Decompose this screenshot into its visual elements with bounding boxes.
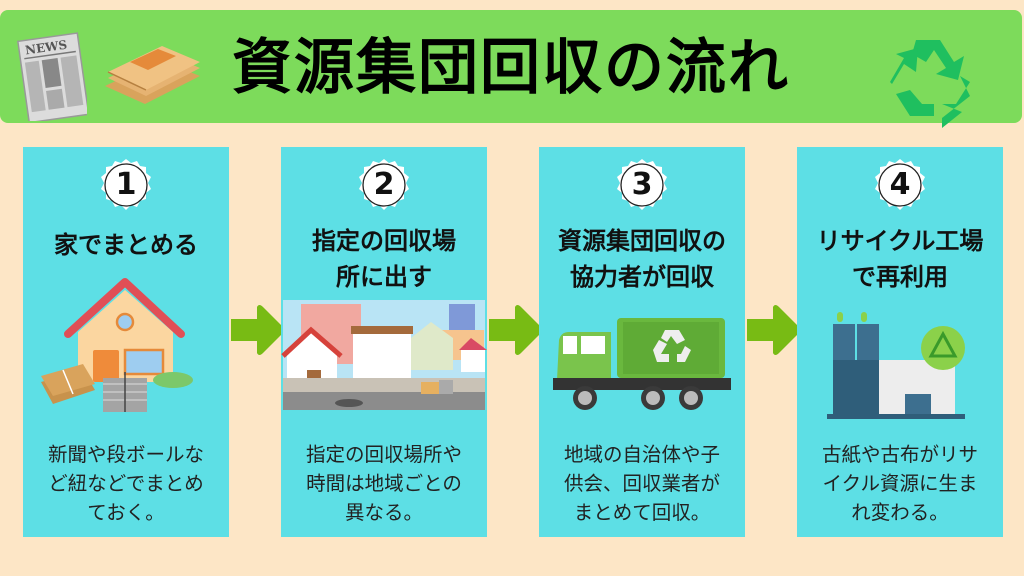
page-title: 資源集団回収の流れ <box>232 33 790 103</box>
svg-text:NEWS: NEWS <box>24 38 68 58</box>
step-number: 1 <box>115 167 137 202</box>
step-card-2: 2 指定の回収場 所に出す 指定の回収場所や 時間は地域ごとの 異なる。 <box>281 147 487 537</box>
arrow-right-icon <box>489 305 542 355</box>
step-title-line: 指定の回収場 <box>312 227 456 255</box>
description-line: 新聞や段ボールな <box>47 443 204 466</box>
description-line: 指定の回収場所や <box>305 443 462 466</box>
recycling-factory-icon <box>827 312 965 419</box>
newspaper-icon: NEWS <box>17 32 87 121</box>
step-title: 家でまとめる <box>23 227 229 263</box>
number-badge-icon <box>101 159 151 210</box>
step-title-line: で再利用 <box>852 263 948 291</box>
neighborhood-illustration-icon <box>281 300 487 410</box>
step-title: リサイクル工場 で再利用 <box>797 223 1003 295</box>
step-card-3: 3 資源集団回収の 協力者が回収 地域の自治体や子 供会、回収業者が まとめて回… <box>539 147 745 537</box>
description-line: 時間は地域ごとの <box>306 472 462 495</box>
number-badge-icon <box>875 159 925 210</box>
number-badge-icon <box>617 159 667 210</box>
step-card-4: 4 リサイクル工場 で再利用 古紙や古布がリサ イクル資源に生ま れ変わる。 <box>797 147 1003 537</box>
description-line: ておく。 <box>87 501 165 524</box>
house-illustration-icon <box>41 278 193 412</box>
step-title-line: 協力者が回収 <box>570 263 714 291</box>
description-line: 古紙や古布がリサ <box>821 443 978 466</box>
description-line: れ変わる。 <box>851 501 949 524</box>
step-card-1: 1 家でまとめる 新聞や段ボールな ど紐などでまとめ ておく。 <box>23 147 229 537</box>
step-description: 新聞や段ボールな ど紐などでまとめ ておく。 <box>31 440 221 527</box>
description-line: イクル資源に生ま <box>822 472 978 495</box>
arrow-right-icon <box>231 305 284 355</box>
step-title-line: リサイクル工場 <box>816 227 984 255</box>
recycle-icon <box>890 40 970 128</box>
cardboard-icon <box>105 46 200 104</box>
step-description: 古紙や古布がリサ イクル資源に生ま れ変わる。 <box>805 440 995 527</box>
description-line: 地域の自治体や子 <box>563 443 720 466</box>
description-line: ど紐などでまとめ <box>48 472 204 495</box>
step-title-line: 家でまとめる <box>54 231 198 259</box>
description-line: 供会、回収業者が <box>563 472 720 495</box>
description-line: まとめて回収。 <box>573 501 711 524</box>
step-number: 4 <box>889 167 911 202</box>
arrow-right-icon <box>747 305 800 355</box>
description-line: 異なる。 <box>344 501 423 524</box>
header-banner: NEWS 資源集団回収の流れ <box>0 10 1022 128</box>
step-title: 資源集団回収の 協力者が回収 <box>539 223 745 295</box>
step-description: 指定の回収場所や 時間は地域ごとの 異なる。 <box>289 440 479 527</box>
step-title-line: 所に出す <box>336 263 432 291</box>
step-title-line: 資源集団回収の <box>558 227 726 255</box>
step-number: 3 <box>631 167 653 202</box>
recycling-truck-icon <box>553 318 731 410</box>
step-number: 2 <box>373 167 395 202</box>
step-description: 地域の自治体や子 供会、回収業者が まとめて回収。 <box>547 440 737 527</box>
number-badge-icon <box>359 159 409 210</box>
step-title: 指定の回収場 所に出す <box>281 223 487 295</box>
